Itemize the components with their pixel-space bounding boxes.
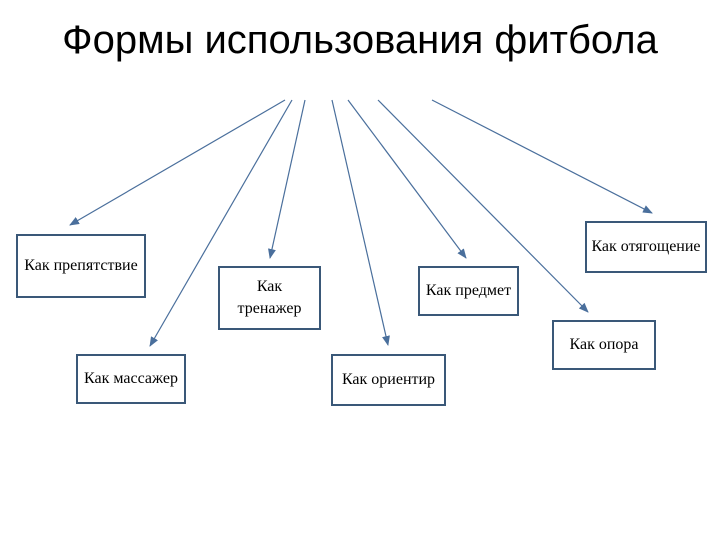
arrow-to-landmark — [331, 99, 390, 346]
node-landmark: Как ориентир — [331, 354, 446, 406]
arrow-to-obstacle — [69, 99, 286, 226]
arrow-to-object — [347, 99, 467, 259]
node-object: Как предмет — [418, 266, 519, 316]
diagram-title: Формы использования фитбола — [62, 18, 658, 62]
node-support-label: Как опора — [569, 336, 639, 353]
node-massager: Как массажер — [76, 354, 186, 404]
node-obstacle: Как препятствие — [16, 234, 146, 298]
node-landmark-label: Как ориентир — [341, 371, 436, 388]
arrow-to-support — [377, 99, 589, 313]
node-trainer-label: Как тренажер — [237, 278, 302, 317]
node-obstacle-label: Как препятствие — [24, 257, 138, 274]
node-support: Как опора — [552, 320, 656, 370]
node-weight: Как отягощение — [585, 221, 707, 273]
arrow-to-massager — [149, 99, 293, 347]
arrow-to-weight — [431, 99, 653, 214]
node-weight-label: Как отягощение — [591, 238, 701, 255]
node-massager-label: Как массажер — [84, 370, 178, 387]
arrow-to-trainer — [268, 99, 306, 259]
node-object-label: Как предмет — [425, 282, 512, 299]
node-trainer: Как тренажер — [218, 266, 321, 330]
